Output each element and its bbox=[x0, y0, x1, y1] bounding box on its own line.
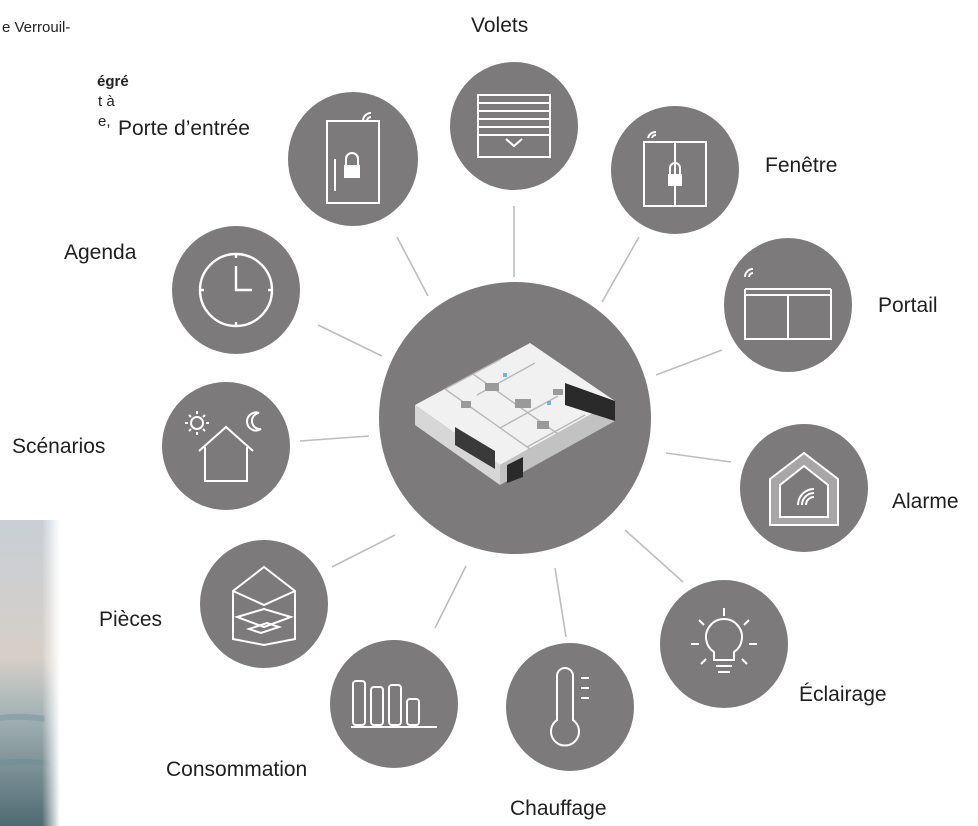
side-text-line-2: égré bbox=[97, 73, 129, 90]
alarme-label: Alarme bbox=[892, 490, 959, 513]
connector-alarme bbox=[665, 452, 732, 463]
porte-node bbox=[288, 92, 418, 226]
connector-scenarios bbox=[299, 435, 370, 442]
hub-circle bbox=[379, 282, 651, 554]
porte-label: Porte d’entrée bbox=[118, 117, 250, 140]
eclairage-node bbox=[660, 580, 788, 708]
connector-fenetre bbox=[601, 236, 640, 303]
side-text-line-4: e, bbox=[98, 113, 111, 130]
roller-shutter-icon bbox=[477, 94, 551, 158]
scenarios-label: Scénarios bbox=[12, 435, 106, 458]
cropped-side-text: e Verrouil- égré t à e, bbox=[0, 18, 140, 132]
door-lock-icon bbox=[326, 112, 380, 204]
eclairage-label: Éclairage bbox=[799, 683, 887, 706]
volets-node bbox=[450, 62, 578, 190]
house-3d-icon bbox=[415, 343, 615, 485]
rooms-house-icon bbox=[232, 565, 296, 647]
connector-eclairage bbox=[624, 529, 684, 583]
connector-consommation bbox=[434, 565, 467, 629]
sun-moon-house-icon bbox=[185, 411, 262, 482]
connector-pieces bbox=[331, 534, 396, 568]
chauffage-node bbox=[506, 643, 634, 771]
connector-porte bbox=[396, 236, 429, 297]
scenarios-node bbox=[162, 382, 290, 510]
fenetre-label: Fenêtre bbox=[765, 154, 838, 177]
agenda-node bbox=[172, 226, 300, 354]
volets-label: Volets bbox=[471, 14, 529, 37]
portail-node bbox=[724, 238, 852, 372]
connector-portail bbox=[655, 349, 723, 376]
fenetre-node bbox=[611, 106, 739, 234]
alarm-house-icon bbox=[769, 451, 839, 526]
consommation-label: Consommation bbox=[166, 758, 308, 781]
side-text-line-3: t à bbox=[98, 93, 115, 110]
chauffage-label: Chauffage bbox=[510, 797, 607, 820]
pieces-node bbox=[200, 540, 328, 668]
connector-agenda bbox=[317, 324, 383, 357]
portail-label: Portail bbox=[878, 294, 938, 317]
thermometer-icon bbox=[550, 667, 589, 747]
side-text-line-1: e Verrouil- bbox=[2, 19, 71, 36]
bar-chart-icon bbox=[351, 680, 437, 728]
pieces-label: Pièces bbox=[99, 608, 163, 631]
alarme-node bbox=[740, 424, 868, 552]
gate-icon bbox=[744, 268, 832, 340]
agenda-label: Agenda bbox=[64, 241, 137, 264]
clock-icon bbox=[198, 252, 274, 328]
lightbulb-icon bbox=[691, 608, 757, 673]
connector-chauffage bbox=[554, 567, 567, 638]
window-lock-icon bbox=[643, 131, 707, 207]
consommation-node bbox=[330, 640, 458, 768]
